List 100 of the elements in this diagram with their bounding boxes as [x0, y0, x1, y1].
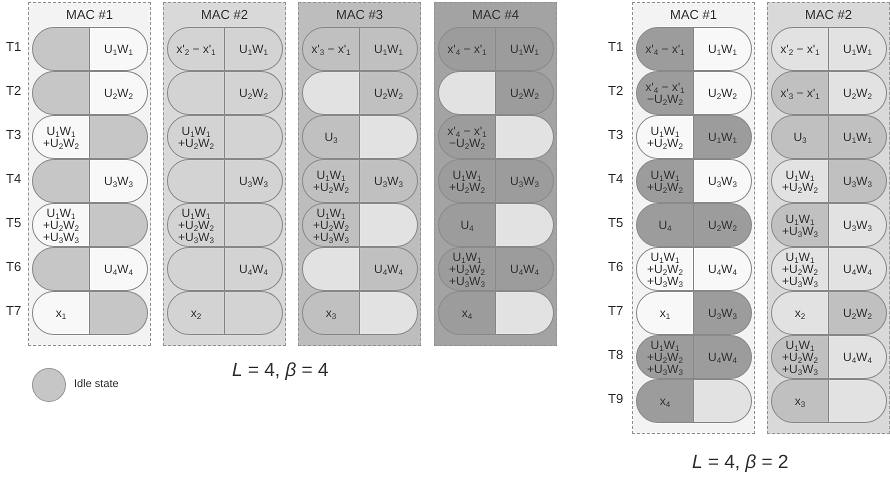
slot-left-half: U$_{1}$W$_{1}$ +U$_{2}$W$_{2}$ +U$_{3}$W$_{3}$ [636, 335, 694, 379]
slot-right-half: U$_{1}$W$_{1}$ [90, 27, 148, 71]
slot-left-half: x$_{2}$ [771, 291, 829, 335]
slot-right-half: U$_{2}$W$_{2}$ [829, 291, 887, 335]
time-step-label: T1 [608, 39, 624, 54]
slot-left-half: x$_{4}$ [636, 379, 694, 423]
slot-left-half: x$_{2}$ [167, 291, 225, 335]
time-step-label: T4 [608, 171, 624, 186]
slot-right-half: U$_{3}$W$_{3}$ [90, 159, 148, 203]
slot-left-half [167, 71, 225, 115]
slot-right-half: U$_{3}$W$_{3}$ [225, 159, 283, 203]
slot-left-half: x'$_{2}$ − x'$_{1}$ [771, 27, 829, 71]
time-step-label: T6 [608, 259, 624, 274]
slot-left-half [32, 27, 90, 71]
slot-right-half: U$_{2}$W$_{2}$ [694, 203, 752, 247]
slot-left-half [438, 71, 496, 115]
slot-left-half [167, 247, 225, 291]
slot-right-half [225, 203, 283, 247]
slot-left-half [167, 159, 225, 203]
slot-right-half: U$_{1}$W$_{1}$ [829, 115, 887, 159]
slot-right-half [90, 203, 148, 247]
slot-left-half: U$_{3}$ [771, 115, 829, 159]
slot-right-half: U$_{4}$W$_{4}$ [90, 247, 148, 291]
slot-left-half: x'$_{3}$ − x'$_{1}$ [771, 71, 829, 115]
slot-left-half: U$_{1}$W$_{1}$ +U$_{2}$W$_{2}$ [32, 115, 90, 159]
slot-left-half: U$_{1}$W$_{1}$ +U$_{2}$W$_{2}$ +U$_{3}$W$_{3}$ [438, 247, 496, 291]
slot-right-half [496, 291, 554, 335]
slot-left-half: x$_{4}$ [438, 291, 496, 335]
slot-right-half: U$_{2}$W$_{2}$ [829, 71, 887, 115]
slot-left-half: x'$_{3}$ − x'$_{1}$ [302, 27, 360, 71]
slot-left-half: x$_{3}$ [771, 379, 829, 423]
time-step-label: T7 [608, 303, 624, 318]
slot-left-half: x'$_{4}$ − x'$_{1}$ [636, 27, 694, 71]
slot-right-half: U$_{1}$W$_{1}$ [829, 27, 887, 71]
slot-left-half: U$_{1}$W$_{1}$ +U$_{2}$W$_{2}$ [167, 115, 225, 159]
mac-column-panel [28, 2, 151, 346]
slot-right-half [225, 291, 283, 335]
slot-left-half: x'$_{4}$ − x'$_{1}$ −U$_{2}$W$_{2}$ [636, 71, 694, 115]
slot-right-half [90, 115, 148, 159]
slot-right-half: U$_{1}$W$_{1}$ [694, 115, 752, 159]
parameter-caption: L = 4, β = 4 [232, 360, 328, 382]
slot-right-half: U$_{3}$W$_{3}$ [694, 291, 752, 335]
slot-right-half: U$_{3}$W$_{3}$ [829, 159, 887, 203]
slot-right-half: U$_{1}$W$_{1}$ [496, 27, 554, 71]
slot-left-half: U$_{1}$W$_{1}$ +U$_{3}$W$_{3}$ [771, 203, 829, 247]
slot-left-half: x'$_{2}$ − x'$_{1}$ [167, 27, 225, 71]
slot-right-half: U$_{4}$W$_{4}$ [360, 247, 418, 291]
slot-left-half: U$_{4}$ [438, 203, 496, 247]
slot-left-half: x'$_{4}$ − x'$_{1}$ [438, 27, 496, 71]
slot-right-half: U$_{2}$W$_{2}$ [360, 71, 418, 115]
column-header: MAC #2 [200, 7, 249, 22]
slot-left-half: U$_{1}$W$_{1}$ +U$_{2}$W$_{2}$ [438, 159, 496, 203]
time-step-label: T5 [6, 215, 22, 230]
slot-left-half: U$_{4}$ [636, 203, 694, 247]
slot-left-half: U$_{1}$W$_{1}$ +U$_{2}$W$_{2}$ [771, 159, 829, 203]
slot-right-half: U$_{3}$W$_{3}$ [360, 159, 418, 203]
legend-label: Idle state [74, 378, 119, 390]
slot-left-half: U$_{1}$W$_{1}$ +U$_{2}$W$_{2}$ [302, 159, 360, 203]
mac-column-panel [434, 2, 557, 346]
slot-left-half [32, 247, 90, 291]
slot-left-half: x$_{1}$ [32, 291, 90, 335]
slot-right-half: U$_{1}$W$_{1}$ [225, 27, 283, 71]
slot-left-half: x'$_{4}$ − x'$_{1}$ −U$_{2}$W$_{2}$ [438, 115, 496, 159]
slot-right-half: U$_{4}$W$_{4}$ [694, 335, 752, 379]
time-step-label: T3 [608, 127, 624, 142]
time-step-label: T1 [6, 39, 22, 54]
slot-left-half: U$_{1}$W$_{1}$ +U$_{2}$W$_{2}$ +U$_{3}$W$_{3}$ [636, 247, 694, 291]
time-step-label: T6 [6, 259, 22, 274]
slot-right-half [496, 203, 554, 247]
time-step-label: T8 [608, 347, 624, 362]
slot-right-half: U$_{2}$W$_{2}$ [225, 71, 283, 115]
time-step-label: T2 [608, 83, 624, 98]
slot-right-half [360, 115, 418, 159]
slot-right-half [496, 115, 554, 159]
slot-right-half: U$_{4}$W$_{4}$ [496, 247, 554, 291]
slot-left-half: U$_{1}$W$_{1}$ +U$_{2}$W$_{2}$ +U$_{3}$W$_{3}$ [167, 203, 225, 247]
slot-right-half: U$_{2}$W$_{2}$ [90, 71, 148, 115]
slot-right-half [225, 115, 283, 159]
time-step-label: T7 [6, 303, 22, 318]
column-header: MAC #3 [335, 7, 384, 22]
slot-left-half: U$_{1}$W$_{1}$ +U$_{2}$W$_{2}$ [636, 115, 694, 159]
slot-right-half: U$_{3}$W$_{3}$ [496, 159, 554, 203]
slot-right-half: U$_{1}$W$_{1}$ [360, 27, 418, 71]
slot-right-half [360, 203, 418, 247]
slot-left-half: U$_{1}$W$_{1}$ +U$_{2}$W$_{2}$ +U$_{3}$W$_{3}$ [771, 247, 829, 291]
slot-left-half: x$_{1}$ [636, 291, 694, 335]
slot-left-half: U$_{1}$W$_{1}$ +U$_{2}$W$_{2}$ +U$_{3}$W$_{3}$ [32, 203, 90, 247]
slot-left-half: U$_{3}$ [302, 115, 360, 159]
slot-right-half: U$_{3}$W$_{3}$ [694, 159, 752, 203]
slot-left-half [302, 247, 360, 291]
slot-right-half [90, 291, 148, 335]
slot-left-half: U$_{1}$W$_{1}$ +U$_{2}$W$_{2}$ +U$_{3}$W$_{3}$ [302, 203, 360, 247]
slot-right-half: U$_{4}$W$_{4}$ [829, 247, 887, 291]
slot-right-half: U$_{1}$W$_{1}$ [694, 27, 752, 71]
time-step-label: T3 [6, 127, 22, 142]
mac-column-panel [767, 2, 890, 434]
slot-left-half: U$_{1}$W$_{1}$ +U$_{2}$W$_{2}$ [636, 159, 694, 203]
slot-right-half: U$_{4}$W$_{4}$ [694, 247, 752, 291]
slot-left-half [302, 71, 360, 115]
slot-left-half [32, 71, 90, 115]
